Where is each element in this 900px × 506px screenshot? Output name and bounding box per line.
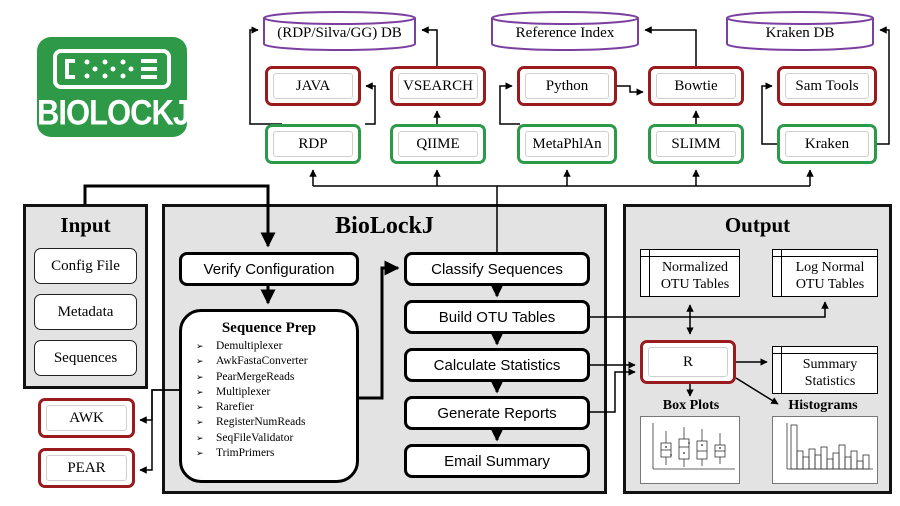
database-kraken: Kraken DB bbox=[725, 10, 875, 52]
classifier-metaphlan: MetaPhlAn bbox=[517, 124, 617, 164]
input-metadata: Metadata bbox=[34, 294, 137, 330]
histogram-thumbnail bbox=[772, 416, 878, 484]
database-reference-index-label: Reference Index bbox=[515, 25, 615, 41]
tool-pear: PEAR bbox=[38, 448, 135, 488]
database-kraken-label: Kraken DB bbox=[765, 25, 835, 41]
database-rdp-silva-gg: (RDP/Silva/GG) DB bbox=[262, 10, 417, 52]
tool-bowtie-label: Bowtie bbox=[674, 77, 718, 94]
database-rdp-silva-gg-label: (RDP/Silva/GG) DB bbox=[277, 25, 402, 41]
classifier-kraken-label: Kraken bbox=[804, 135, 850, 152]
output-title: Output bbox=[724, 213, 791, 237]
sequence-prep-step-label: Multiplexer bbox=[216, 385, 271, 398]
classifier-kraken: Kraken bbox=[777, 124, 877, 164]
arrow-bullet-icon: ➢ bbox=[196, 417, 204, 428]
arrow-bullet-icon: ➢ bbox=[196, 341, 204, 351]
input-sequences: Sequences bbox=[34, 340, 137, 376]
sequence-prep-step: ➢ Demultiplexer bbox=[196, 339, 356, 354]
sequence-prep-box: Sequence Prep ➢ Demultiplexer ➢ AwkFastaCon… bbox=[179, 309, 359, 483]
arrow-bullet-icon: ➢ bbox=[196, 402, 204, 413]
histograms-label: Histograms bbox=[788, 398, 858, 413]
classifier-rdp-label: RDP bbox=[298, 135, 328, 152]
tool-r-label: R bbox=[682, 353, 693, 370]
sequence-prep-step: ➢ PearMergeReads bbox=[196, 370, 356, 385]
tool-awk: AWK bbox=[38, 398, 135, 438]
summary-statistics: Summary Statistics bbox=[772, 346, 878, 394]
tool-python: Python bbox=[517, 66, 617, 106]
sequence-prep-step-label: RegisterNumReads bbox=[216, 416, 306, 429]
tool-bowtie: Bowtie bbox=[648, 66, 744, 106]
tool-python-label: Python bbox=[545, 77, 589, 94]
input-title: Input bbox=[60, 213, 111, 237]
sequence-prep-step: ➢ Rarefier bbox=[196, 400, 356, 415]
log-normal-otu-tables-label: Log Normal OTU Tables bbox=[795, 260, 865, 292]
classifier-rdp: RDP bbox=[265, 124, 361, 164]
sequence-prep-step: ➢ TrimPrimers bbox=[196, 446, 356, 461]
input-config-file: Config File bbox=[34, 248, 137, 284]
box-plots-label: Box Plots bbox=[662, 398, 720, 413]
tool-awk-label: AWK bbox=[69, 409, 104, 426]
tool-vsearch-label: VSEARCH bbox=[402, 77, 473, 94]
email-summary: Email Summary bbox=[404, 444, 590, 478]
classifier-slimm: SLIMM bbox=[648, 124, 744, 164]
tool-vsearch: VSEARCH bbox=[390, 66, 486, 106]
tool-r: R bbox=[640, 340, 736, 384]
normalized-otu-tables-label: Normalized OTU Tables bbox=[660, 260, 730, 292]
sequence-prep-step-label: SeqFileValidator bbox=[216, 431, 294, 444]
calculate-statistics: Calculate Statistics bbox=[404, 348, 590, 382]
classify-sequences: Classify Sequences bbox=[404, 252, 590, 286]
arrow-bullet-icon: ➢ bbox=[196, 432, 204, 443]
sequence-prep-step-label: AwkFastaConverter bbox=[216, 355, 308, 368]
sequence-prep-step-label: PearMergeReads bbox=[216, 370, 295, 383]
sequence-prep-step: ➢ Multiplexer bbox=[196, 385, 356, 400]
biolockj-logo: BIOLOCKJ bbox=[37, 37, 190, 137]
classifier-slimm-label: SLIMM bbox=[671, 135, 721, 152]
classifier-metaphlan-label: MetaPhlAn bbox=[532, 135, 602, 152]
tool-pear-label: PEAR bbox=[67, 459, 106, 476]
build-otu-tables: Build OTU Tables bbox=[404, 300, 590, 334]
summary-statistics-label: Summary Statistics bbox=[802, 357, 858, 389]
normalized-otu-tables: Normalized OTU Tables bbox=[640, 249, 740, 297]
sequence-prep-step: ➢ RegisterNumReads bbox=[196, 415, 356, 430]
tool-samtools-label: Sam Tools bbox=[795, 77, 859, 94]
logo-icon bbox=[53, 49, 171, 89]
arrow-bullet-icon: ➢ bbox=[196, 386, 204, 397]
logo-text: BIOLOCKJ bbox=[37, 92, 190, 133]
arrow-bullet-icon: ➢ bbox=[196, 356, 204, 367]
biolockj-title: BioLockJ bbox=[335, 213, 434, 239]
sequence-prep-step: ➢ AwkFastaConverter bbox=[196, 354, 356, 369]
sequence-prep-steps: ➢ Demultiplexer ➢ AwkFastaConverter ➢ PearMer… bbox=[196, 339, 356, 461]
sequence-prep-step-label: TrimPrimers bbox=[216, 447, 275, 460]
arrow-bullet-icon: ➢ bbox=[196, 448, 204, 459]
sequence-prep-step-label: Demultiplexer bbox=[216, 340, 283, 352]
database-reference-index: Reference Index bbox=[490, 10, 640, 52]
sequence-prep-title: Sequence Prep bbox=[221, 320, 317, 336]
tool-samtools: Sam Tools bbox=[777, 66, 877, 106]
tool-java: JAVA bbox=[265, 66, 361, 106]
classifier-qiime-label: QIIME bbox=[416, 135, 460, 152]
sequence-prep-step: ➢ SeqFileValidator bbox=[196, 431, 356, 446]
log-normal-otu-tables: Log Normal OTU Tables bbox=[772, 249, 878, 297]
box-plot-thumbnail bbox=[640, 416, 740, 484]
verify-configuration: Verify Configuration bbox=[179, 252, 359, 286]
tool-java-label: JAVA bbox=[295, 77, 331, 94]
arrow-bullet-icon: ➢ bbox=[196, 371, 204, 382]
generate-reports: Generate Reports bbox=[404, 396, 590, 430]
classifier-qiime: QIIME bbox=[390, 124, 486, 164]
sequence-prep-step-label: Rarefier bbox=[216, 401, 254, 414]
